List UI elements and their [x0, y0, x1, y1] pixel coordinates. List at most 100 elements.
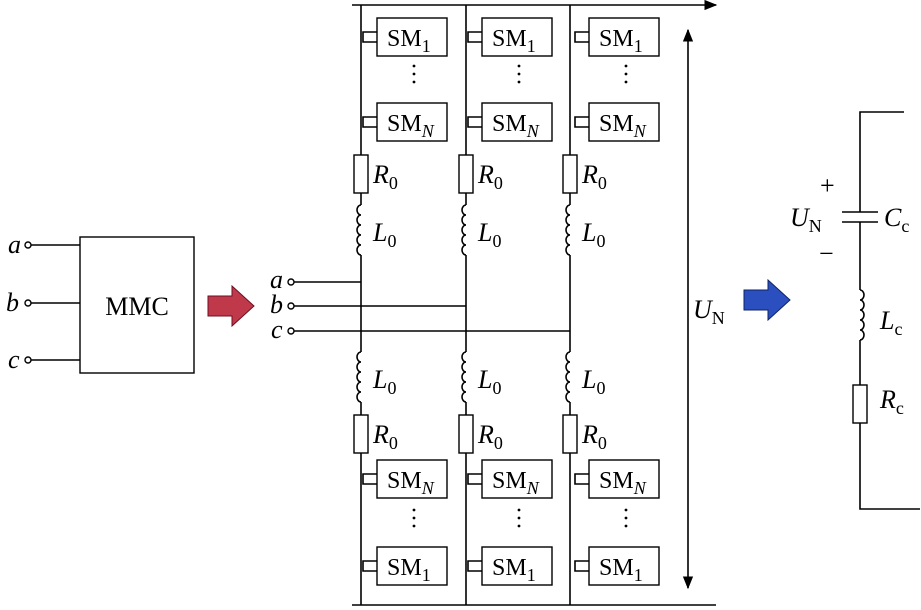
upper-inductor-label-b: L0	[477, 218, 501, 251]
mmc-label: MMC	[105, 292, 169, 321]
submodule-box	[481, 546, 553, 586]
submodule-terminal-stub	[467, 473, 482, 485]
upper-resistor-label-c: R0	[581, 160, 607, 193]
upper-arm-inductor-a	[356, 204, 362, 256]
ac-terminal-c	[287, 327, 295, 335]
lower-resistor-label-a: R0	[372, 420, 398, 453]
mmc-phase-label-b: b	[6, 288, 19, 317]
submodule-label-lower-last-b: SMN	[492, 468, 540, 498]
eq-top-wire	[859, 111, 904, 212]
lower-arm-inductor-b	[461, 351, 467, 403]
submodule-box	[481, 459, 553, 499]
submodule-ellipsis-dot-upper-b	[517, 80, 521, 84]
submodule-terminal-stub	[362, 116, 377, 128]
lower-arm-inductor-a	[356, 351, 362, 403]
eq-capacitor-label: Cc	[884, 203, 909, 236]
submodule-ellipsis-dot-lower-c	[624, 524, 628, 528]
lower-inductor-label-a: L0	[372, 365, 396, 398]
eq-resistor-label: Rc	[879, 385, 904, 418]
mmc-phase-label-a: a	[8, 230, 21, 259]
ac-terminal-a	[287, 278, 295, 286]
submodule-box	[376, 459, 448, 499]
submodule-ellipsis-dot-upper-a	[412, 80, 416, 84]
submodule-box	[588, 17, 660, 57]
eq-bottom-wire	[859, 423, 920, 510]
mmc-phase-label-c: c	[8, 345, 20, 374]
upper-arm-resistor-a	[353, 154, 369, 194]
mmc-terminal-a	[24, 241, 32, 249]
submodule-terminal-stub	[362, 560, 377, 572]
submodule-label-upper-first-a: SM1	[387, 26, 431, 56]
lower-resistor-label-b: R0	[477, 420, 503, 453]
submodule-terminal-stub	[467, 560, 482, 572]
submodule-label-upper-last-b: SMN	[492, 111, 540, 141]
submodule-label-upper-first-b: SM1	[492, 26, 536, 56]
submodule-terminal-stub	[467, 116, 482, 128]
mmc-topology: a b c SM1SMNR0L0L0R0SMNSM1SM1SMNR0L0L0R0…	[270, 0, 725, 606]
upper-inductor-label-c: L0	[581, 218, 605, 251]
submodule-label-lower-last-c: SMN	[599, 468, 647, 498]
submodule-ellipsis-dot-lower-b	[517, 516, 521, 520]
submodule-box	[588, 102, 660, 142]
submodule-ellipsis-dot-lower-a	[412, 516, 416, 520]
upper-arm-inductor-b	[461, 204, 467, 256]
upper-resistor-label-a: R0	[372, 160, 398, 193]
submodule-ellipsis-dot-lower-a	[412, 508, 416, 512]
submodule-box	[376, 102, 448, 142]
lower-inductor-label-c: L0	[581, 365, 605, 398]
mmc-block-group: MMC a b c	[6, 230, 195, 374]
submodule-box	[588, 459, 660, 499]
submodule-terminal-stub	[574, 560, 589, 572]
transform-arrow-right-blue	[743, 278, 791, 322]
submodule-ellipsis-dot-lower-b	[517, 508, 521, 512]
ac-phase-label-a: a	[270, 265, 283, 294]
submodule-box	[481, 17, 553, 57]
upper-arm-inductor-c	[565, 204, 571, 256]
eq-minus-sign: −	[819, 239, 834, 268]
submodule-terminal-stub	[467, 31, 482, 43]
lower-arm-resistor-b	[458, 414, 474, 454]
submodule-label-lower-first-a: SM1	[387, 555, 431, 585]
submodule-label-lower-first-b: SM1	[492, 555, 536, 585]
upper-inductor-label-a: L0	[372, 218, 396, 251]
submodule-ellipsis-dot-lower-c	[624, 508, 628, 512]
lower-resistor-label-c: R0	[581, 420, 607, 453]
submodule-ellipsis-dot-upper-c	[624, 72, 628, 76]
submodule-label-lower-last-a: SMN	[387, 468, 435, 498]
mmc-terminal-b	[24, 299, 32, 307]
transform-arrow-right-red	[207, 284, 255, 328]
upper-arm-resistor-c	[562, 154, 578, 194]
submodule-label-upper-last-c: SMN	[599, 111, 647, 141]
submodule-ellipsis-dot-upper-c	[624, 80, 628, 84]
submodule-box	[376, 17, 448, 57]
submodule-label-lower-first-c: SM1	[599, 555, 643, 585]
ac-terminal-b	[287, 302, 295, 310]
ac-phase-label-c: c	[271, 315, 283, 344]
lower-arm-resistor-a	[353, 414, 369, 454]
eq-voltage-label: UN	[790, 203, 822, 236]
lower-inductor-label-b: L0	[477, 365, 501, 398]
submodule-terminal-stub	[574, 31, 589, 43]
submodule-box	[376, 546, 448, 586]
submodule-terminal-stub	[574, 473, 589, 485]
eq-plus-sign: +	[820, 171, 835, 200]
upper-arm-resistor-b	[458, 154, 474, 194]
eq-resistor	[852, 384, 868, 424]
lower-arm-resistor-c	[562, 414, 578, 454]
submodule-ellipsis-dot-upper-c	[624, 64, 628, 68]
upper-resistor-label-b: R0	[477, 160, 503, 193]
mmc-block	[79, 236, 195, 374]
eq-inductor-label: Lc	[879, 306, 902, 339]
mmc-terminal-c	[24, 356, 32, 364]
submodule-ellipsis-dot-lower-c	[624, 516, 628, 520]
submodule-ellipsis-dot-lower-b	[517, 524, 521, 528]
submodule-label-upper-first-c: SM1	[599, 26, 643, 56]
ac-phase-label-b: b	[270, 290, 283, 319]
submodule-ellipsis-dot-upper-b	[517, 64, 521, 68]
submodule-terminal-stub	[574, 116, 589, 128]
dc-voltage-label: UN	[693, 295, 725, 328]
equivalent-circuit: + − UN Cc Lc Rc	[790, 111, 920, 510]
submodule-terminal-stub	[362, 31, 377, 43]
submodule-ellipsis-dot-lower-a	[412, 524, 416, 528]
